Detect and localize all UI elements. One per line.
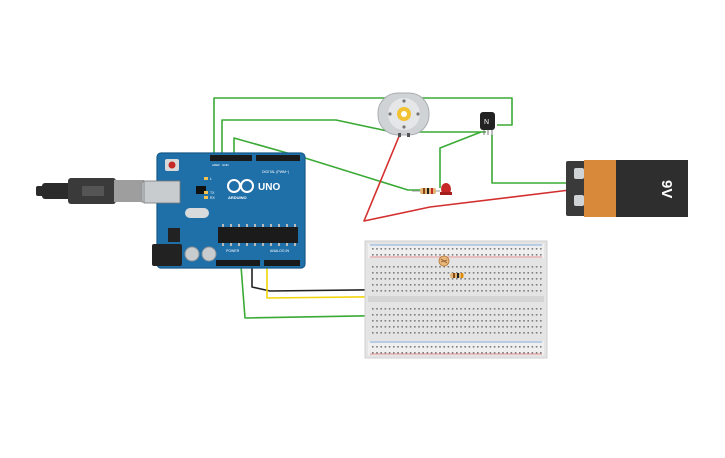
analog-header[interactable] xyxy=(264,260,300,266)
breadboard-resistor[interactable] xyxy=(450,273,464,278)
aref-label: AREF xyxy=(212,163,220,167)
power-label: POWER xyxy=(226,249,240,253)
wire-green-pin-to-transistor[interactable] xyxy=(221,119,486,158)
red-led[interactable] xyxy=(440,183,452,195)
dc-motor[interactable] xyxy=(377,92,430,137)
analog-label: ANALOG IN xyxy=(270,249,290,253)
gnd-label: GND xyxy=(222,163,230,167)
rx-label: RX xyxy=(210,196,216,200)
icsp-header xyxy=(196,186,206,194)
atmega-chip xyxy=(218,227,298,243)
arduino-brand: ARDUINO xyxy=(228,195,247,200)
tx-label: TX xyxy=(210,191,215,195)
power-jack xyxy=(152,244,182,266)
l-label: L xyxy=(210,177,212,181)
digital-label: DIGITAL (PWM~) xyxy=(262,170,289,174)
battery-label: 9V xyxy=(658,180,675,198)
photoresistor[interactable] xyxy=(438,255,450,267)
digital-header-left[interactable] xyxy=(210,155,252,161)
npn-transistor[interactable]: N xyxy=(480,112,495,135)
wire-black-gnd-to-breadboard[interactable] xyxy=(251,266,445,292)
resistor[interactable] xyxy=(412,188,440,194)
wire-green-transistor-to-battery[interactable] xyxy=(491,135,578,184)
breadboard[interactable] xyxy=(364,240,548,359)
digital-header-right[interactable] xyxy=(256,155,300,161)
usb-jack xyxy=(143,180,181,204)
transistor-label: N xyxy=(484,119,489,126)
arduino-board[interactable]: UNO ARDUINO DIGITAL (PWM~) POWER ANALOG … xyxy=(143,152,306,269)
capacitor xyxy=(184,246,200,262)
wire-green-motor-top[interactable] xyxy=(213,97,513,158)
breadboard-holes xyxy=(372,248,542,354)
arduino-model: UNO xyxy=(258,182,280,193)
battery-9v[interactable]: 9V xyxy=(566,160,688,217)
crystal xyxy=(185,208,209,218)
wire-red-motor-to-battery[interactable] xyxy=(363,133,579,222)
arduino-logo-icon xyxy=(227,179,254,193)
power-header[interactable] xyxy=(216,260,260,266)
rx-led xyxy=(204,196,208,199)
wire-green-transistor-to-led[interactable] xyxy=(439,131,482,188)
voltage-regulator xyxy=(168,228,180,242)
l-led xyxy=(204,177,208,180)
capacitor xyxy=(201,246,217,262)
tx-led xyxy=(204,191,208,194)
